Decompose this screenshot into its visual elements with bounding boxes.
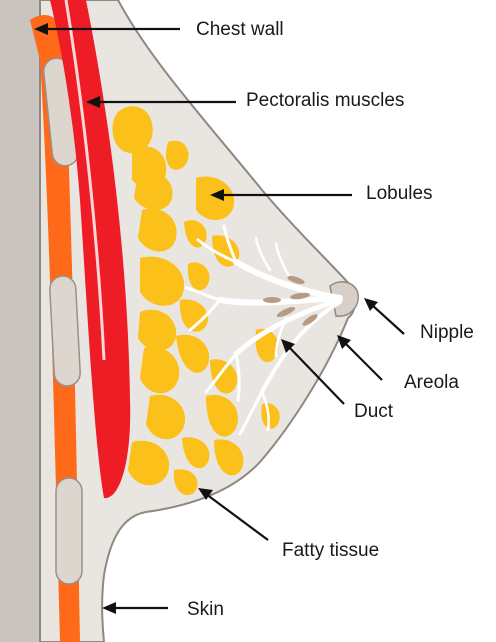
label-duct: Duct — [354, 401, 394, 422]
arrow-nipple — [372, 305, 404, 334]
label-pectoralis-muscles: Pectoralis muscles — [246, 90, 404, 111]
arrow-fatty-tissue — [206, 494, 268, 540]
label-nipple: Nipple — [420, 322, 474, 343]
label-chest-wall: Chest wall — [196, 19, 284, 40]
label-areola: Areola — [404, 372, 459, 393]
label-skin: Skin — [187, 599, 224, 620]
arrow-areola — [344, 342, 382, 380]
label-lobules: Lobules — [366, 183, 433, 204]
label-fatty-tissue: Fatty tissue — [282, 540, 379, 561]
